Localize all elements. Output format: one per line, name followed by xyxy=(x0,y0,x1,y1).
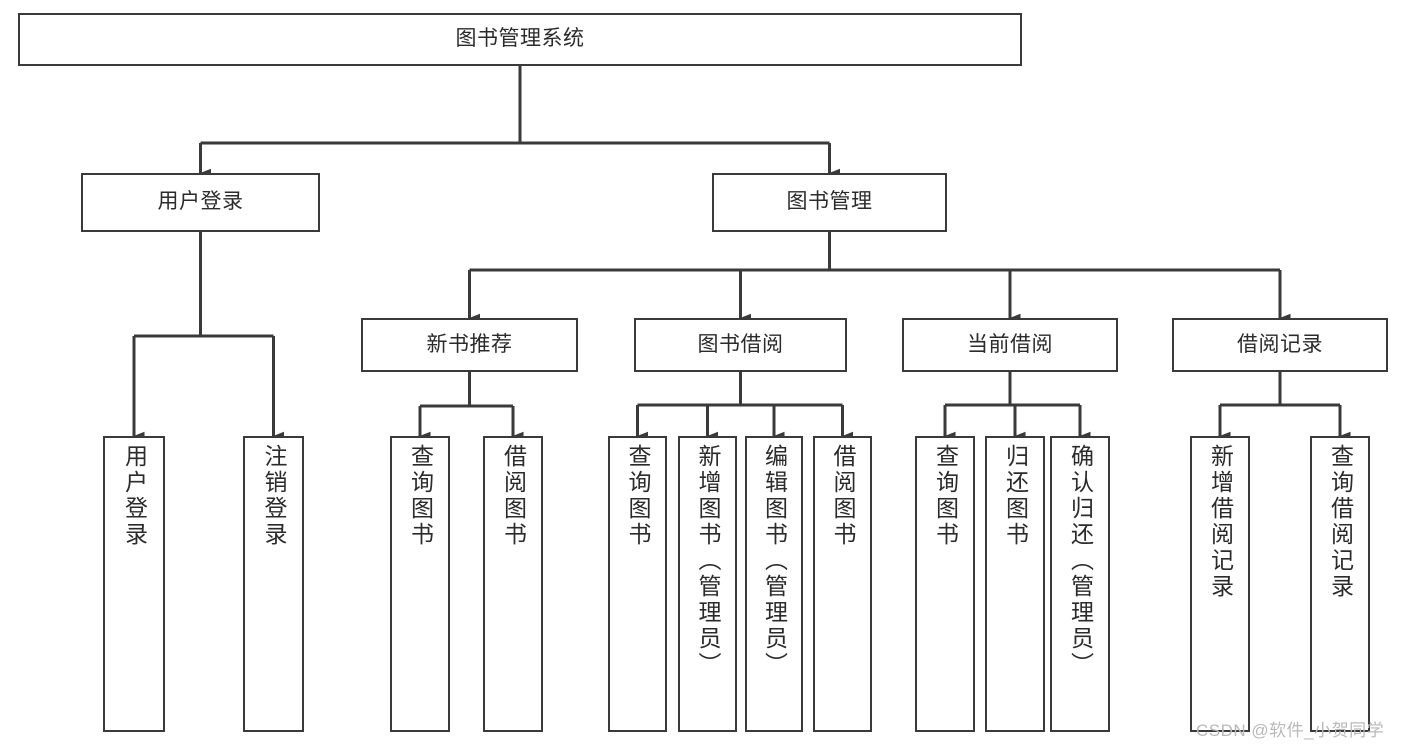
node-leaf-borrow-1[interactable]: 借阅图书 xyxy=(483,436,543,732)
node-label-current-borrow: 当前借阅 xyxy=(967,332,1053,356)
node-label-book-manage: 图书管理 xyxy=(786,190,873,214)
node-leaf-query-3[interactable]: 查询图书 xyxy=(915,436,975,732)
node-label-leaf-return: 归还图书 xyxy=(1002,444,1029,548)
node-current-borrow[interactable]: 当前借阅 xyxy=(902,318,1118,372)
node-leaf-add-book[interactable]: 新增图书（管理员） xyxy=(678,436,737,732)
node-leaf-query-1[interactable]: 查询图书 xyxy=(390,436,450,732)
node-leaf-logout[interactable]: 注销登录 xyxy=(243,436,304,732)
node-book-borrow[interactable]: 图书借阅 xyxy=(634,318,847,372)
node-borrow-record[interactable]: 借阅记录 xyxy=(1172,318,1388,372)
node-leaf-confirm[interactable]: 确认归还（管理员） xyxy=(1050,436,1110,732)
node-label-new-book-rec: 新书推荐 xyxy=(426,332,513,356)
node-leaf-user-login[interactable]: 用户登录 xyxy=(103,436,165,732)
node-user-login[interactable]: 用户登录 xyxy=(81,173,320,232)
node-new-book-rec[interactable]: 新书推荐 xyxy=(361,318,578,372)
node-leaf-query-2[interactable]: 查询图书 xyxy=(608,436,667,732)
node-book-manage[interactable]: 图书管理 xyxy=(712,173,947,232)
node-label-leaf-add-rec: 新增借阅记录 xyxy=(1207,444,1234,600)
node-label-leaf-edit-book: 编辑图书（管理员） xyxy=(761,444,788,678)
node-label-borrow-record: 借阅记录 xyxy=(1237,332,1323,356)
node-label-leaf-query-3: 查询图书 xyxy=(932,444,959,548)
node-label-leaf-user-login: 用户登录 xyxy=(121,444,148,548)
node-label-root: 图书管理系统 xyxy=(455,27,585,51)
node-leaf-borrow-2[interactable]: 借阅图书 xyxy=(813,436,872,732)
node-root[interactable]: 图书管理系统 xyxy=(18,13,1022,66)
node-label-leaf-borrow-2: 借阅图书 xyxy=(830,444,856,548)
node-label-leaf-logout: 注销登录 xyxy=(261,444,287,548)
node-label-leaf-borrow-1: 借阅图书 xyxy=(500,444,527,548)
node-leaf-query-rec[interactable]: 查询借阅记录 xyxy=(1310,436,1370,732)
node-label-leaf-query-1: 查询图书 xyxy=(407,444,434,548)
node-leaf-return[interactable]: 归还图书 xyxy=(985,436,1045,732)
node-leaf-edit-book[interactable]: 编辑图书（管理员） xyxy=(745,436,803,732)
node-label-leaf-confirm: 确认归还（管理员） xyxy=(1067,444,1094,678)
node-label-leaf-query-2: 查询图书 xyxy=(625,444,651,548)
node-label-leaf-add-book: 新增图书（管理员） xyxy=(695,444,721,678)
node-label-user-login: 用户登录 xyxy=(157,190,244,214)
node-label-book-borrow: 图书借阅 xyxy=(697,332,784,356)
node-label-leaf-query-rec: 查询借阅记录 xyxy=(1327,444,1354,600)
node-leaf-add-rec[interactable]: 新增借阅记录 xyxy=(1190,436,1250,732)
